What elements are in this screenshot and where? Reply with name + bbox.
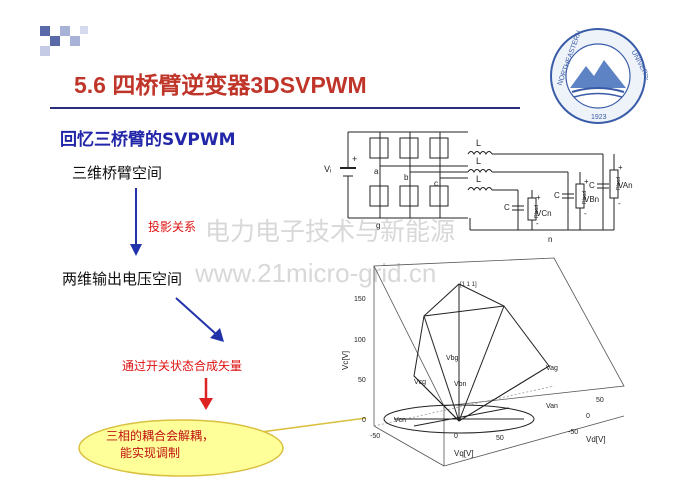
vector-van: Van [546, 403, 558, 410]
capacitor-label-1: C [504, 203, 510, 212]
logo-year: 1923 [591, 114, 607, 121]
down-arrow-red [199, 378, 213, 410]
plot-xtick-50: 50 [596, 397, 604, 404]
inductor-label-3: L [476, 174, 481, 184]
load-label-2: Rload [582, 191, 588, 204]
node-n-label: n [548, 235, 552, 244]
node-g-label: g [376, 221, 380, 230]
decor-square-3 [60, 26, 70, 36]
vector-vbn: Vbn [454, 381, 467, 388]
decor-square-1 [40, 26, 50, 36]
plot-xtick-neg50: -50 [568, 429, 578, 436]
decor-square-6 [80, 26, 88, 34]
four-leg-inverter-circuit: Vᵢ + a b c g n L L L C C C Rload Rload R… [324, 131, 633, 244]
decoupling-callout [78, 417, 367, 477]
vcn-label: VCn [536, 209, 552, 218]
watermark-chinese: 电力电子技术与新能源 [205, 217, 456, 246]
decor-square-2 [50, 36, 60, 46]
step-3d-leg-space: 三维桥臂空间 [72, 164, 163, 182]
vector-synthesis-note: 通过开关状态合成矢量 [122, 359, 243, 373]
node-c-label: c [434, 179, 438, 188]
plot-ztick-50: 50 [496, 435, 504, 442]
decor-square-4 [70, 36, 80, 46]
projection-note: 投影关系 [148, 220, 197, 234]
node-a-label: a [374, 167, 379, 176]
step-2d-voltage-space: 两维输出电压空间 [62, 270, 183, 288]
section-subtitle: 回忆三桥臂的SVPWM [60, 130, 236, 150]
callout-line-2: 能实现调制 [120, 446, 181, 460]
plot-ytick-50: 50 [358, 377, 366, 384]
vbn-minus: - [584, 209, 587, 218]
vcn-minus: - [536, 219, 539, 228]
plot-ytick-150: 150 [354, 296, 366, 303]
3d-voltage-vector-plot: Vc[V] 150 100 50 0 -50 0 50 Vq[V] 50 0 -… [341, 257, 625, 467]
plot-ylabel: Vc[V] [341, 351, 350, 370]
down-arrow-1 [130, 188, 142, 256]
capacitor-label-2: C [554, 191, 560, 200]
plot-ytick-0: 0 [362, 417, 366, 424]
node-b-label: b [404, 173, 409, 182]
watermark-url: www.21micro-grid.cn [195, 258, 437, 288]
plot-vertex-label: [1 1 1] [460, 282, 477, 288]
plot-xtick-0: 0 [586, 413, 590, 420]
plot-ytick-100: 100 [354, 337, 366, 344]
vbn-plus: + [584, 177, 589, 186]
van-label: VAn [618, 181, 633, 190]
capacitor-label-3: C [589, 181, 595, 190]
vcn-plus: + [536, 193, 541, 202]
plot-xlabel: Vd[V] [586, 435, 606, 444]
vector-vbg: Vbg [446, 355, 459, 362]
load-label-1: Rload [534, 205, 540, 218]
van-plus: + [618, 163, 623, 172]
decor-square-5 [40, 46, 50, 56]
van-minus: - [618, 199, 621, 208]
title-divider [50, 107, 520, 109]
vector-vcn: Vcn [394, 417, 406, 424]
inductor-label-1: L [476, 138, 481, 148]
source-label: Vᵢ [324, 164, 331, 174]
inductor-label-2: L [476, 156, 481, 166]
vbn-label: VBn [584, 195, 599, 204]
callout-text: 三相的耦合会解耦， 能实现调制 [106, 428, 256, 462]
diagonal-arrow [175, 297, 224, 342]
load-label-3: Rload [616, 177, 622, 190]
plot-zlabel: Vq[V] [454, 449, 474, 458]
university-logo: NORTHEASTERN UNIVERSITY 1923 [550, 28, 648, 124]
plot-ztick-0: 0 [454, 433, 458, 440]
callout-line-1: 三相的耦合会解耦， [106, 429, 215, 443]
source-plus: + [352, 154, 357, 164]
plot-ztick-neg50: -50 [370, 433, 380, 440]
vector-vag: Vag [546, 365, 558, 372]
slide-title: 5.6 四桥臂逆变器3DSVPWM [74, 72, 367, 98]
vector-vcg: Vcg [414, 379, 426, 386]
